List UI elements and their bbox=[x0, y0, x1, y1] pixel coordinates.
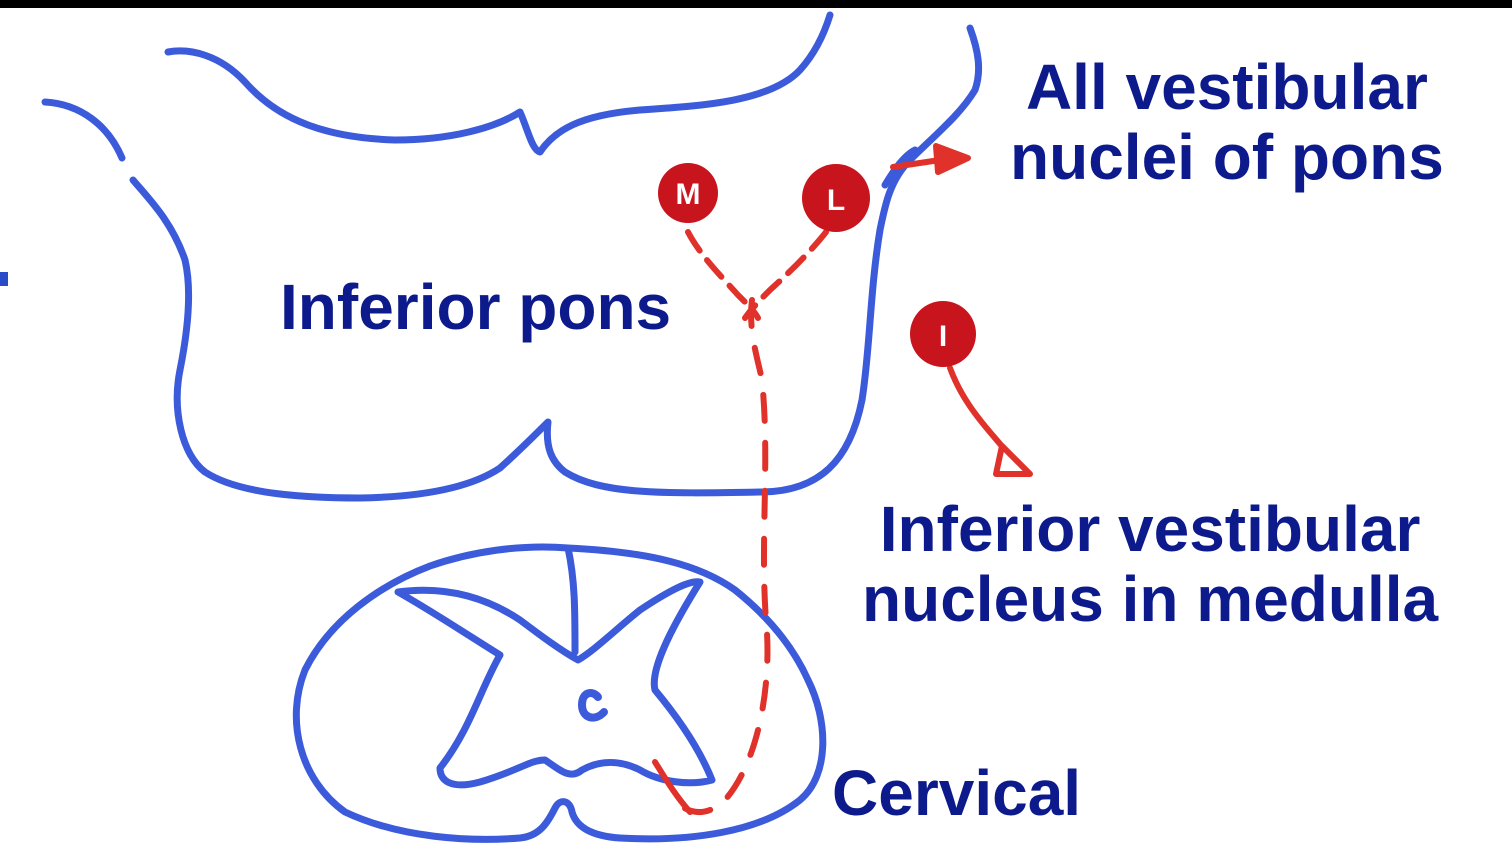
label-cervical: Cervical bbox=[832, 758, 1081, 828]
nucleus-inferior-letter: I bbox=[939, 320, 947, 353]
nucleus-lateral: L bbox=[802, 164, 870, 232]
left-edge-mark bbox=[0, 272, 8, 286]
label-inferior-vestibular-nucleus: Inferior vestibular nucleus in medulla bbox=[862, 494, 1438, 634]
label-inferior-vestibular-line2: nucleus in medulla bbox=[862, 564, 1438, 634]
nucleus-medial-letter: M bbox=[676, 178, 701, 211]
label-all-vestibular-line2: nuclei of pons bbox=[1010, 122, 1444, 192]
nucleus-lateral-letter: L bbox=[827, 184, 845, 217]
label-all-vestibular-line1: All vestibular bbox=[1010, 52, 1444, 122]
label-inferior-vestibular-line1: Inferior vestibular bbox=[862, 494, 1438, 564]
label-all-vestibular-nuclei: All vestibular nuclei of pons bbox=[1010, 52, 1444, 192]
nucleus-inferior: I bbox=[910, 301, 976, 367]
nucleus-medial: M bbox=[658, 163, 718, 223]
label-inferior-pons: Inferior pons bbox=[280, 272, 671, 342]
